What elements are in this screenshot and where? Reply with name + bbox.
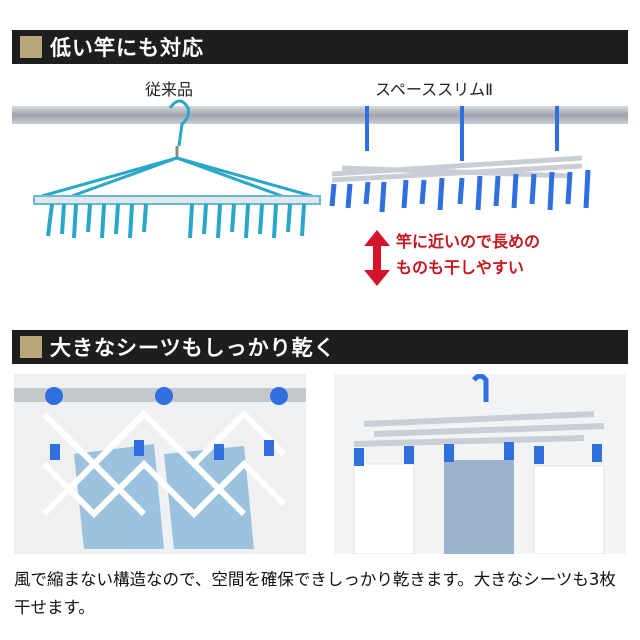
lattice-closeup-photo — [14, 374, 306, 554]
banner-square-icon — [20, 36, 42, 58]
note-line-1: 竿に近いので長めの — [396, 232, 541, 251]
section-title: 低い竿にも対応 — [50, 36, 204, 60]
section-banner-low-pole: 低い竿にも対応 — [12, 30, 628, 64]
conventional-hanger-image — [33, 99, 321, 239]
pole-image — [12, 106, 628, 124]
section-banner-large-sheets: 大きなシーツもしっかり乾く — [12, 330, 628, 364]
space-slim-label: スペーススリムⅡ — [375, 80, 493, 99]
space-slim-hanger-image — [329, 106, 591, 213]
section-title: 大きなシーツもしっかり乾く — [50, 336, 336, 360]
banner-square-icon — [20, 336, 42, 358]
conventional-product-label: 従来品 — [145, 80, 194, 99]
height-arrow-icon — [364, 230, 390, 286]
description-text: 風で縮まない構造なので、空間を確保できしっかり乾きます。大きなシーツも3枚干せま… — [14, 570, 616, 617]
comparison-photo — [12, 96, 628, 296]
note-line-2: ものも干しやすい — [396, 258, 524, 277]
sheets-hanging-photo — [334, 374, 626, 554]
